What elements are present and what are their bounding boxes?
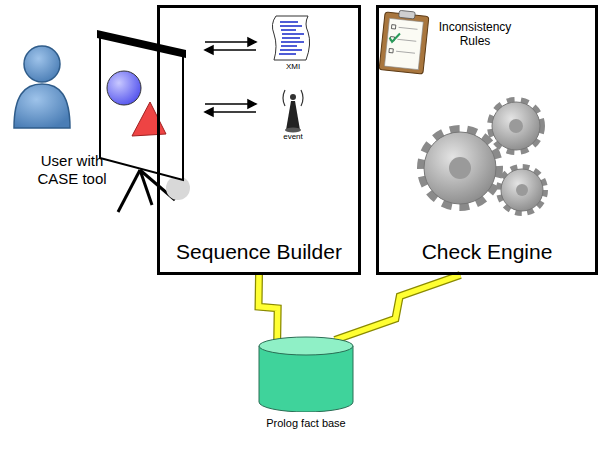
lightning-outline [335,275,461,340]
lightning-core [259,275,278,340]
database-caption: Prolog fact base [218,417,394,429]
event-antenna-icon [283,90,303,133]
icon-label: event [268,132,318,142]
lightning-outline [259,275,278,340]
module-title: Sequence Builder [160,240,358,264]
cylinder-body [259,346,353,412]
actor-label: User with CASE tool [22,152,122,188]
icon-label: XMI [268,62,318,72]
lightning-connector [259,275,278,340]
xmi-document-icon [272,16,309,60]
user-icon [14,46,70,128]
screen-icon [97,30,190,212]
database-cylinder: Prolog fact base [258,336,354,412]
cylinder-outline [258,336,354,412]
clipboard-icon [379,10,429,74]
module-title: Check Engine [379,240,595,264]
cylinder-top [259,337,353,355]
module-box: Sequence Builder [157,5,361,275]
lightning-core [335,275,461,340]
gears-icon [424,102,543,211]
icon-label: Inconsistency Rules [432,20,518,49]
exchange-arrows [205,38,256,116]
lightning-connector [335,275,461,340]
